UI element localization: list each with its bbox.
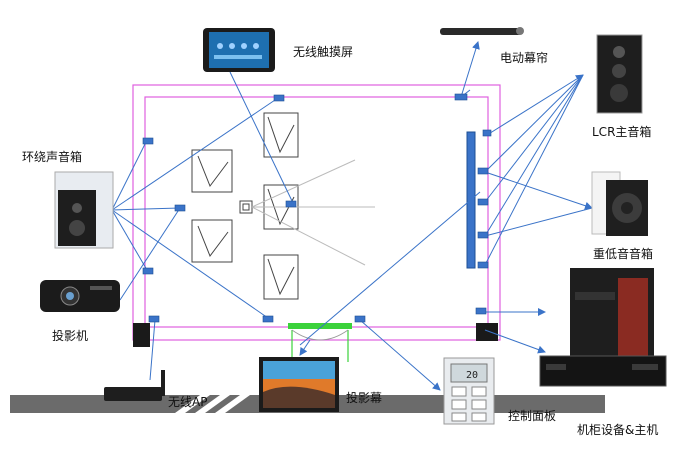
node-10	[482, 129, 492, 137]
connector-nodes	[142, 93, 492, 323]
label-curtain: 电动幕帘	[500, 50, 548, 65]
node-12	[477, 198, 489, 206]
wireless-touchscreen	[203, 28, 275, 72]
label-surround: 环绕声音箱	[22, 149, 82, 164]
label-screen: 投影幕	[346, 390, 382, 405]
node-2	[454, 93, 468, 101]
node-13	[477, 231, 489, 239]
room-walls	[132, 84, 501, 347]
corner-column-right	[476, 323, 498, 341]
projection-lines	[251, 159, 375, 266]
label-ap: 无线AP	[168, 395, 207, 409]
node-14	[477, 261, 489, 269]
control-panel: 20	[443, 357, 495, 425]
label-projector: 投影机	[52, 328, 88, 343]
node-1	[273, 94, 285, 102]
node-4	[174, 204, 186, 212]
node-3	[142, 137, 154, 145]
projector	[40, 280, 120, 312]
node-15	[475, 307, 487, 315]
corner-column-left	[133, 323, 150, 347]
node-7	[148, 315, 160, 323]
node-6	[142, 267, 154, 275]
label-subwoofer: 重低音音箱	[593, 246, 653, 261]
label-lcr: LCR主音箱	[592, 124, 651, 139]
connection-lines	[111, 41, 593, 391]
motorized-curtain	[440, 27, 524, 35]
lcr-speaker	[596, 34, 643, 114]
projection-screen	[259, 357, 339, 412]
label-touchscreen: 无线触摸屏	[293, 45, 353, 59]
node-8	[262, 315, 274, 323]
equipment-rack	[539, 268, 667, 387]
subwoofer	[591, 171, 648, 236]
surround-speaker	[54, 171, 114, 249]
label-panel: 控制面板	[508, 409, 556, 423]
wireless-ap	[104, 370, 165, 401]
label-rack: 机柜设备&主机	[577, 423, 658, 437]
panel-display-value: 20	[466, 370, 478, 381]
node-9	[354, 315, 366, 323]
node-11	[477, 167, 489, 175]
entrance-door	[288, 323, 352, 362]
node-5	[285, 200, 297, 208]
seating	[191, 112, 299, 300]
